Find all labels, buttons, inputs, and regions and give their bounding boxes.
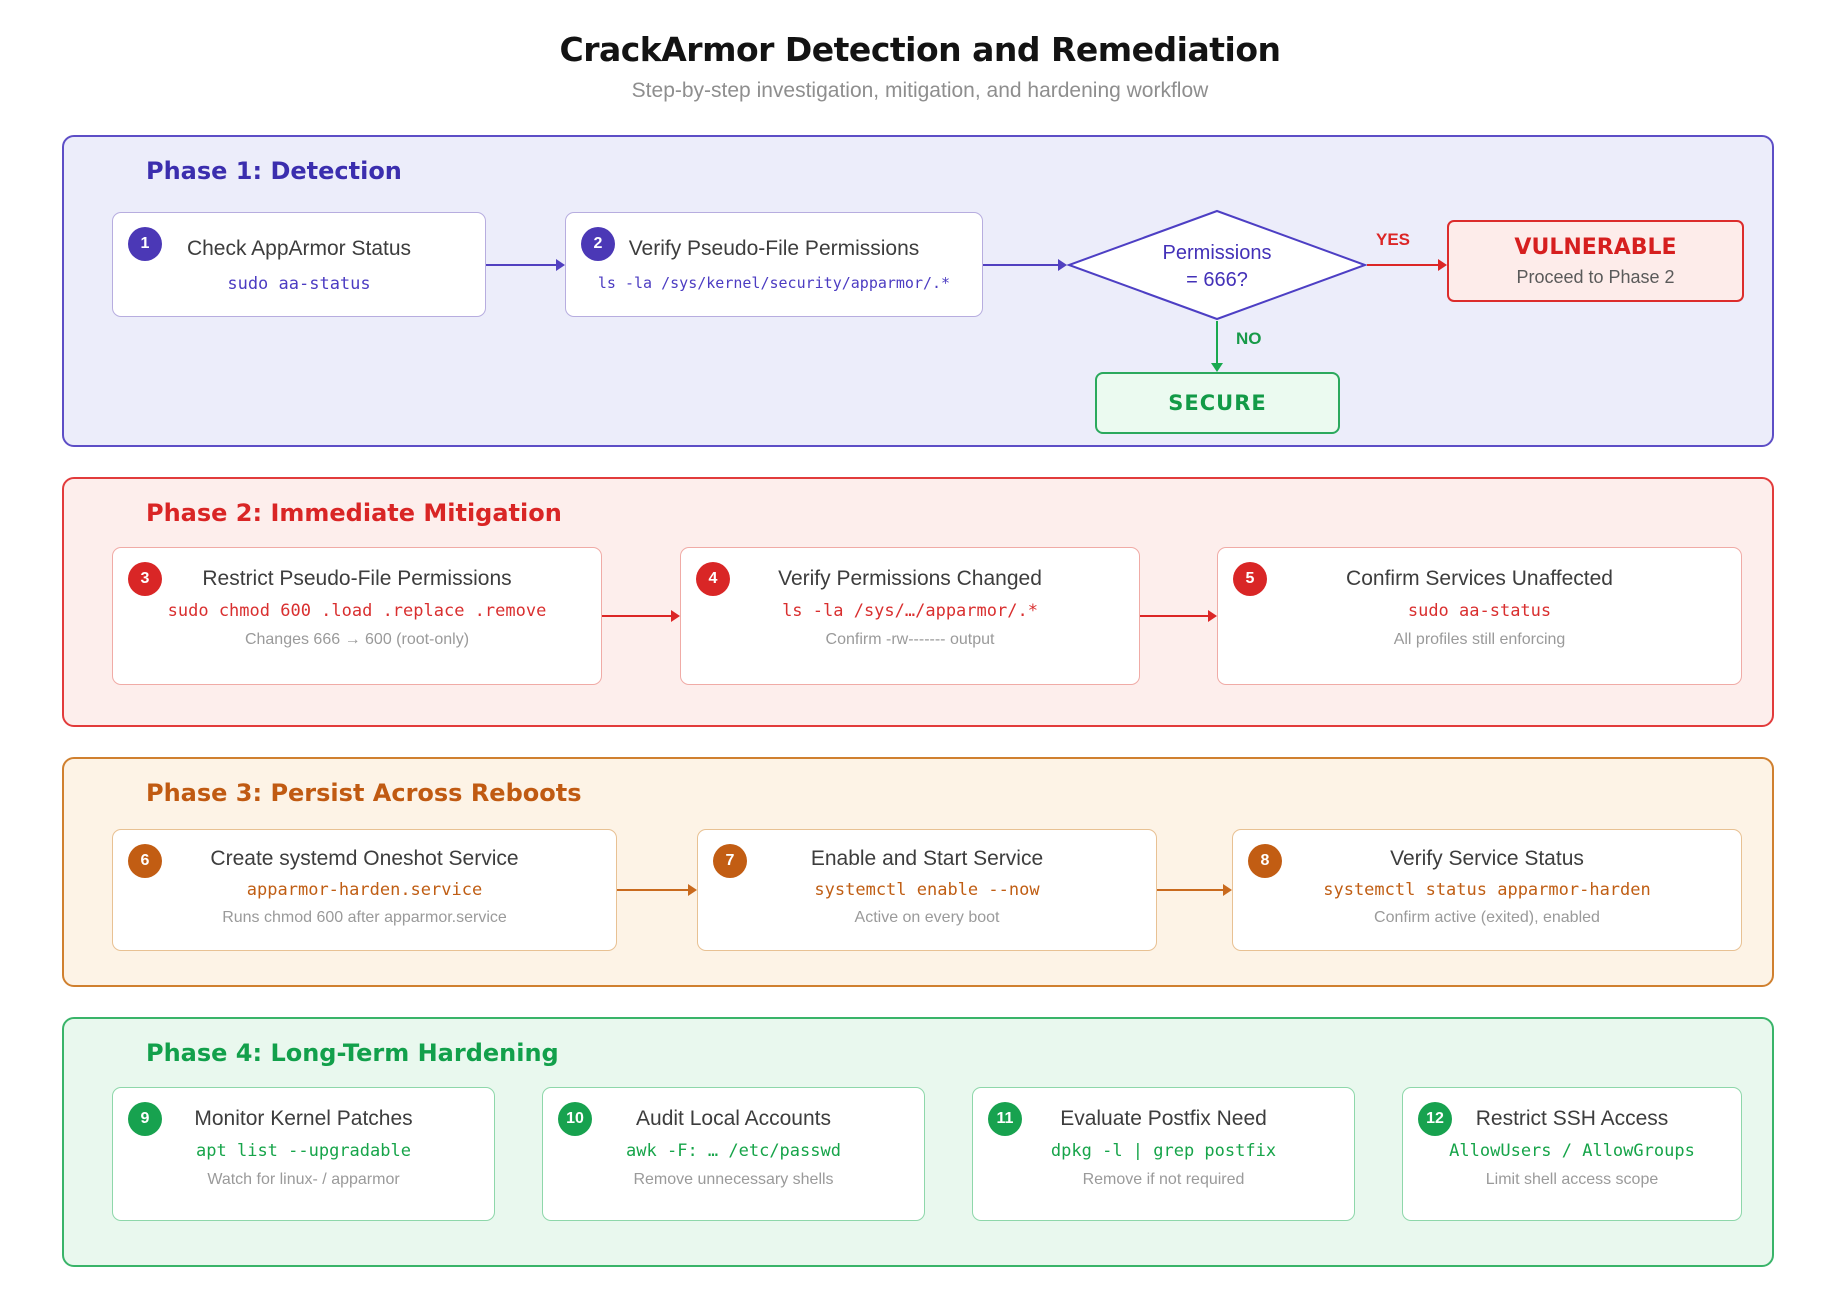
arrow-line <box>1157 889 1223 891</box>
step-6-number-badge: 6 <box>128 844 162 878</box>
phase-4-title: Phase 4: Long-Term Hardening <box>146 1039 559 1067</box>
step-9-title: Monitor Kernel Patches <box>194 1107 413 1130</box>
step-1-check-apparmor-status: 1 Check AppArmor Status sudo aa-status <box>112 212 486 317</box>
step-11-description: Remove if not required <box>1082 1171 1245 1188</box>
step-7-title: Enable and Start Service <box>810 847 1044 870</box>
arrow-head-icon <box>671 610 680 622</box>
phase-1-panel: Phase 1: Detection 1 Check AppArmor Stat… <box>62 135 1774 447</box>
arrow-head-icon <box>1211 363 1223 372</box>
step-7-command: systemctl enable --now <box>814 880 1040 900</box>
step-6-create-systemd-oneshot-service: 6 Create systemd Oneshot Service apparmo… <box>112 829 617 951</box>
step-6-description: Runs chmod 600 after apparmor.service <box>222 909 507 926</box>
step-4-title: Verify Permissions Changed <box>778 567 1042 590</box>
step-8-verify-service-status: 8 Verify Service Status systemctl status… <box>1232 829 1742 951</box>
yes-edge-label: YES <box>1376 230 1411 249</box>
step-1-command: sudo aa-status <box>227 274 371 294</box>
step-7-number-badge: 7 <box>713 844 747 878</box>
step-3-command: sudo chmod 600 .load .replace .remove <box>167 601 547 621</box>
step-2-verify-pseudo-file-permissions: 2 Verify Pseudo-File Permissions ls -la … <box>565 212 983 317</box>
step-4-number-badge: 4 <box>696 562 730 596</box>
step-10-audit-local-accounts: 10 Audit Local Accounts awk -F: … /etc/p… <box>542 1087 925 1221</box>
step-10-title: Audit Local Accounts <box>636 1107 831 1130</box>
page-title: CrackArmor Detection and Remediation <box>559 30 1281 69</box>
step-1-number-badge: 1 <box>128 227 162 261</box>
vulnerable-outcome-box: VULNERABLE Proceed to Phase 2 <box>1447 220 1744 302</box>
step-11-command: dpkg -l | grep postfix <box>1050 1141 1277 1161</box>
step-2-command: ls -la /sys/kernel/security/apparmor/.* <box>597 274 951 292</box>
step-9-description: Watch for linux- / apparmor <box>207 1171 400 1188</box>
step-5-description: All profiles still enforcing <box>1393 631 1566 648</box>
step-3-title: Restrict Pseudo-File Permissions <box>202 567 512 590</box>
diamond-shape <box>1066 209 1368 321</box>
decision-text-line2: = 666? <box>1186 269 1248 291</box>
step-4-description: Confirm -rw------- output <box>825 631 995 648</box>
no-edge-label: NO <box>1236 329 1262 348</box>
vulnerable-label: VULNERABLE <box>1514 234 1677 260</box>
vulnerable-subtitle: Proceed to Phase 2 <box>1516 266 1675 287</box>
arrow-line <box>1367 264 1438 266</box>
phase-3-title: Phase 3: Persist Across Reboots <box>146 779 582 807</box>
step-3-number-badge: 3 <box>128 562 162 596</box>
step-8-description: Confirm active (exited), enabled <box>1374 909 1600 926</box>
page-subtitle: Step-by-step investigation, mitigation, … <box>631 79 1209 102</box>
step-8-number-badge: 8 <box>1248 844 1282 878</box>
arrow-line <box>1216 321 1218 363</box>
arrow-line <box>1140 615 1208 617</box>
step-6-command: apparmor-harden.service <box>246 880 483 900</box>
decision-text-line1: Permissions <box>1163 242 1272 264</box>
step-7-enable-and-start-service: 7 Enable and Start Service systemctl ena… <box>697 829 1157 951</box>
step-9-number-badge: 9 <box>128 1102 162 1136</box>
arrow-head-icon <box>556 259 565 271</box>
step-12-number-badge: 12 <box>1418 1102 1452 1136</box>
arrow-head-icon <box>1438 259 1447 271</box>
step-5-title: Confirm Services Unaffected <box>1346 567 1613 590</box>
header: CrackArmor Detection and Remediation Ste… <box>0 0 1840 103</box>
phase-2-panel: Phase 2: Immediate Mitigation 3 Restrict… <box>62 477 1774 727</box>
step-5-number-badge: 5 <box>1233 562 1267 596</box>
arrow-head-icon <box>1208 610 1217 622</box>
arrow-line <box>602 615 671 617</box>
phase-4-panel: Phase 4: Long-Term Hardening 9 Monitor K… <box>62 1017 1774 1267</box>
step-5-command: sudo aa-status <box>1407 601 1552 621</box>
step-3-restrict-pseudo-file-permissions: 3 Restrict Pseudo-File Permissions sudo … <box>112 547 602 685</box>
step-5-confirm-services-unaffected: 5 Confirm Services Unaffected sudo aa-st… <box>1217 547 1742 685</box>
step-9-command: apt list --upgradable <box>196 1141 411 1161</box>
step-1-title: Check AppArmor Status <box>186 237 412 260</box>
step-6-title: Create systemd Oneshot Service <box>210 847 519 870</box>
step-11-title: Evaluate Postfix Need <box>1060 1107 1267 1130</box>
arrow-head-icon <box>1058 259 1067 271</box>
step-4-command: ls -la /sys/…/apparmor/.* <box>782 601 1038 621</box>
step-2-title: Verify Pseudo-File Permissions <box>628 237 920 260</box>
arrow-head-icon <box>688 884 697 896</box>
step-12-title: Restrict SSH Access <box>1475 1107 1669 1130</box>
arrow-line <box>983 264 1058 266</box>
step-7-description: Active on every boot <box>854 909 1000 926</box>
step-2-number-badge: 2 <box>581 227 615 261</box>
phase-3-panel: Phase 3: Persist Across Reboots 6 Create… <box>62 757 1774 987</box>
step-12-description: Limit shell access scope <box>1485 1171 1659 1188</box>
step-10-number-badge: 10 <box>558 1102 592 1136</box>
phase-1-title: Phase 1: Detection <box>146 157 402 185</box>
step-12-restrict-ssh-access: 12 Restrict SSH Access AllowUsers / Allo… <box>1402 1087 1742 1221</box>
step-8-command: systemctl status apparmor-harden <box>1323 880 1651 900</box>
secure-outcome-box: SECURE <box>1095 372 1340 434</box>
decision-diamond-permissions-666: Permissions = 666? <box>1066 209 1368 321</box>
step-11-number-badge: 11 <box>988 1102 1022 1136</box>
step-9-monitor-kernel-patches: 9 Monitor Kernel Patches apt list --upgr… <box>112 1087 495 1221</box>
step-8-title: Verify Service Status <box>1390 847 1584 870</box>
arrow-head-icon <box>1223 884 1232 896</box>
step-10-command: awk -F: … /etc/passwd <box>626 1141 841 1161</box>
phase-2-title: Phase 2: Immediate Mitigation <box>146 499 562 527</box>
arrow-line <box>486 264 556 266</box>
step-11-evaluate-postfix-need: 11 Evaluate Postfix Need dpkg -l | grep … <box>972 1087 1355 1221</box>
step-4-verify-permissions-changed: 4 Verify Permissions Changed ls -la /sys… <box>680 547 1140 685</box>
arrow-line <box>617 889 688 891</box>
secure-label: SECURE <box>1168 391 1267 415</box>
step-10-description: Remove unnecessary shells <box>633 1171 834 1188</box>
step-12-command: AllowUsers / AllowGroups <box>1449 1141 1695 1161</box>
step-3-description: Changes 666 → 600 (root-only) <box>244 631 470 648</box>
